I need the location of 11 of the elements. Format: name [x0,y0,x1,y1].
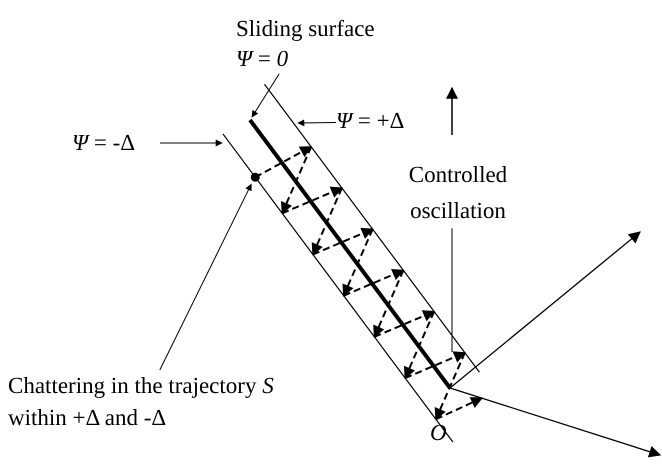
equation-text: Ψ = 0 [236,44,290,73]
annotation-text: Ψ = -Δ [72,129,136,157]
annotation-text: Chattering in the trajectory S within +Δ and -Δ [8,372,275,432]
annotation-text: Controlled oscillation [408,161,508,225]
leader-arrow [159,184,252,370]
leader-arrow [297,119,336,126]
leader-arrow [160,140,223,146]
annotation-text: Ψ = +Δ [336,107,406,135]
leader-arrow [252,73,280,118]
origin-label: O [430,420,447,446]
annotation-title: Sliding surface [236,15,376,43]
